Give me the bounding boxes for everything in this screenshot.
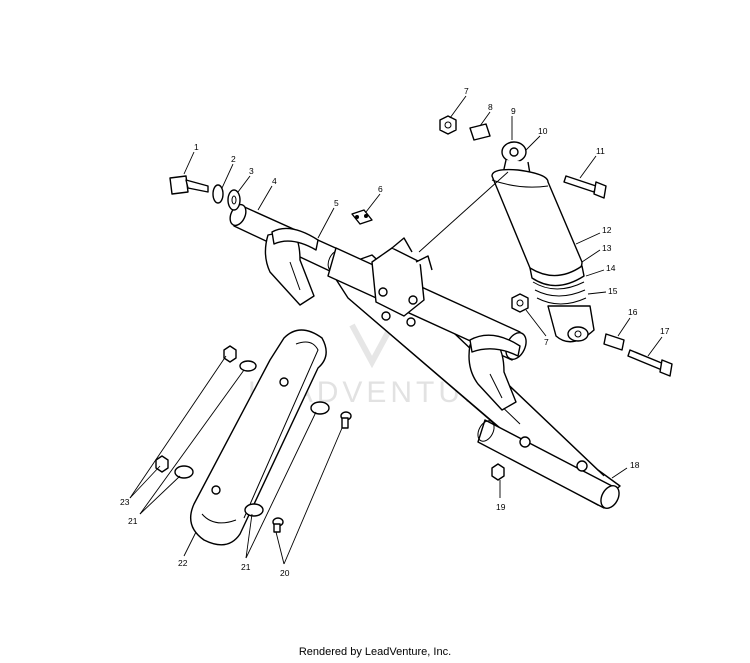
callout-9: 9 <box>511 106 516 116</box>
callout-18: 18 <box>630 460 640 470</box>
nut-7-lower <box>511 293 529 313</box>
callout-14: 14 <box>606 263 616 273</box>
callout-15: 15 <box>608 286 618 296</box>
bushing-8 <box>469 123 491 141</box>
callout-21-bottom: 21 <box>241 562 251 572</box>
bracket-right <box>468 334 521 411</box>
callout-5: 5 <box>334 198 339 208</box>
callout-23: 23 <box>120 497 130 507</box>
callout-4: 4 <box>272 176 277 186</box>
callout-7-lower: 7 <box>544 337 549 347</box>
callout-7-upper: 7 <box>464 86 469 96</box>
bolt-11 <box>563 175 607 199</box>
nut-23-lower <box>155 455 169 473</box>
callout-6: 6 <box>378 184 383 194</box>
bolt-17 <box>627 349 673 377</box>
callout-8: 8 <box>488 102 493 112</box>
washer-21-d <box>244 503 264 517</box>
footer-credit: Rendered by LeadVenture, Inc. <box>298 646 452 658</box>
washer-3 <box>227 189 241 211</box>
nut-19 <box>491 463 505 481</box>
washer-2 <box>212 184 224 204</box>
callout-17: 17 <box>660 326 670 336</box>
rear-axle-tube <box>477 419 620 509</box>
callout-13: 13 <box>602 243 612 253</box>
washer-21-a <box>239 360 257 372</box>
screw-20-upper <box>340 411 352 429</box>
callout-20: 20 <box>280 568 290 578</box>
callout-11: 11 <box>596 146 605 156</box>
bracket-center <box>371 237 433 327</box>
callout-10: 10 <box>538 126 548 136</box>
shock-absorber <box>491 141 595 343</box>
washer-21-b <box>310 401 330 415</box>
callout-2: 2 <box>231 154 236 164</box>
callout-21-left: 21 <box>128 516 138 526</box>
washer-21-c <box>174 465 194 479</box>
leader-lines <box>129 95 663 565</box>
linkage-plate <box>190 329 327 546</box>
callout-16: 16 <box>628 307 638 317</box>
bushing-16 <box>603 333 625 351</box>
callout-1: 1 <box>194 142 199 152</box>
bracket-left <box>264 227 319 306</box>
nut-23-upper <box>223 345 237 363</box>
bolt-1 <box>169 175 209 195</box>
callout-12: 12 <box>602 225 612 235</box>
screw-20-lower <box>272 517 284 533</box>
callout-labels: 1 2 3 4 5 6 7 8 9 10 11 12 13 14 15 7 16… <box>120 86 670 578</box>
callout-19: 19 <box>496 502 506 512</box>
nut-7-upper <box>439 115 457 135</box>
clip-6 <box>351 209 373 225</box>
callout-22: 22 <box>178 558 188 568</box>
callout-3: 3 <box>249 166 254 176</box>
